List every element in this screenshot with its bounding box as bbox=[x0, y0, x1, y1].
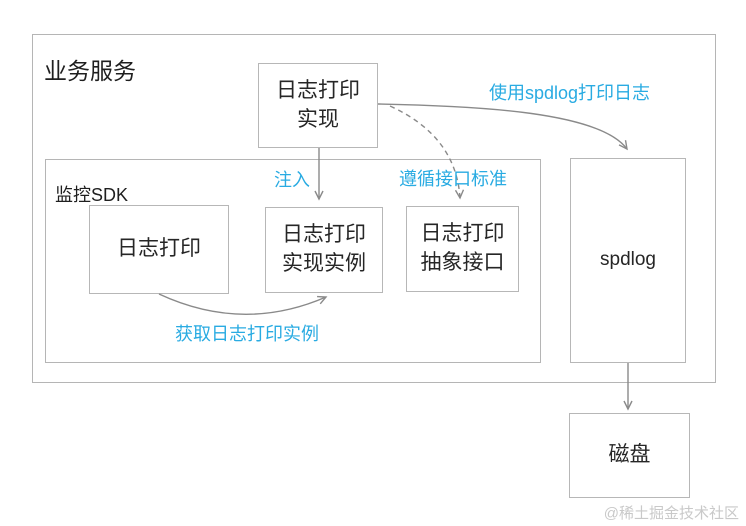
business-service-label: 业务服务 bbox=[44, 58, 136, 84]
node-log-print-instance: 日志打印 实现实例 bbox=[265, 207, 383, 293]
monitor-sdk-label: 监控SDK bbox=[55, 185, 129, 205]
monitor-sdk-frame bbox=[45, 159, 541, 363]
edge-label-inject: 注入 bbox=[274, 170, 310, 190]
node-disk: 磁盘 bbox=[569, 413, 690, 498]
edge-label-follow-interface-standard: 遵循接口标准 bbox=[399, 169, 507, 189]
node-log-print-impl: 日志打印 实现 bbox=[258, 63, 378, 148]
watermark: @稀土掘金技术社区 bbox=[603, 505, 739, 522]
business-service-frame bbox=[32, 34, 716, 383]
edge-label-use-spdlog-print-log: 使用spdlog打印日志 bbox=[489, 83, 651, 103]
edge-label-get-log-print-instance: 获取日志打印实例 bbox=[175, 324, 319, 344]
node-spdlog: spdlog bbox=[570, 158, 686, 363]
node-log-print: 日志打印 bbox=[89, 205, 229, 294]
node-log-print-interface: 日志打印 抽象接口 bbox=[406, 206, 519, 292]
